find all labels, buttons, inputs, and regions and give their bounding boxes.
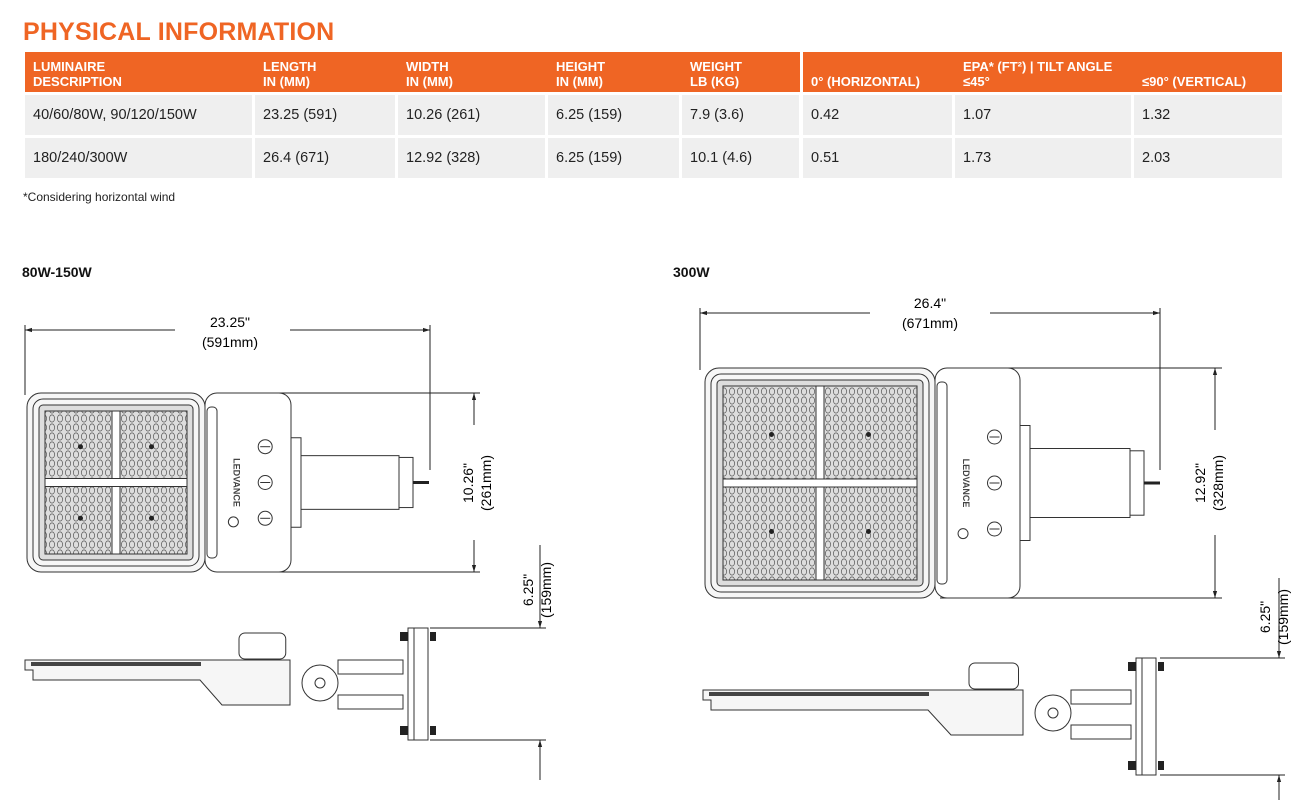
tilt-knuckle (1034, 694, 1072, 732)
dim-length-in: 26.4" (914, 295, 946, 311)
header-epa-group: EPA* (FT²) | TILT ANGLE (963, 59, 1113, 74)
cell-weight: 7.9 (3.6) (682, 92, 803, 135)
dim-height-mm: (159mm) (538, 562, 554, 618)
cell-description: 180/240/300W (25, 135, 255, 178)
footnote: *Considering horizontal wind (23, 190, 176, 204)
section-title: PHYSICAL INFORMATION (23, 18, 335, 46)
dim-length-right (699, 308, 1161, 470)
cell-description: 40/60/80W, 90/120/150W (25, 92, 255, 135)
driver-housing (934, 367, 1021, 599)
cell-width: 12.92 (328) (398, 135, 548, 178)
luminaire-body (702, 689, 1024, 736)
luminaire-top-view-300w: LEDVANCE (704, 367, 1160, 599)
photocell (968, 662, 1019, 690)
luminaire-body (24, 659, 291, 706)
cell-epa-45: 1.07 (955, 92, 1134, 135)
luminaire-side-view-80-150w (24, 627, 436, 741)
mount-plate (1135, 657, 1157, 776)
cell-length: 23.25 (591) (255, 92, 398, 135)
dim-length-mm: (671mm) (902, 315, 958, 331)
luminaire-top-view-80-150w: LEDVANCE (26, 392, 429, 573)
header-epa-45: EPA* (FT²) | TILT ANGLE≤45° (963, 59, 1113, 89)
cell-weight: 10.1 (4.6) (682, 135, 803, 178)
dim-length-in: 23.25" (210, 314, 250, 330)
cell-epa-0: 0.42 (803, 92, 955, 135)
drawing-label-300w: 300W (673, 264, 710, 280)
cell-epa-0: 0.51 (803, 135, 955, 178)
tilt-knuckle (301, 664, 339, 702)
table-row: 180/240/300W 26.4 (671) 12.92 (328) 6.25… (25, 135, 1282, 178)
mount-bracket (1019, 425, 1031, 541)
dim-width-mm: (328mm) (1210, 455, 1226, 511)
dim-height-left (430, 545, 546, 780)
photocell (238, 632, 287, 660)
dim-height-mm: (159mm) (1275, 589, 1291, 645)
cell-epa-90: 1.32 (1134, 92, 1282, 135)
dim-width-mm: (261mm) (478, 455, 494, 511)
brand-logo: LEDVANCE (231, 458, 241, 507)
cell-length: 26.4 (671) (255, 135, 398, 178)
dim-length-mm: (591mm) (202, 334, 258, 350)
driver-housing (204, 392, 292, 573)
dim-width-left (250, 392, 480, 573)
brand-logo: LEDVANCE (961, 459, 971, 508)
cell-epa-90: 2.03 (1134, 135, 1282, 178)
mount-plate (407, 627, 429, 741)
dim-width-in: 12.92" (1192, 463, 1208, 503)
header-epa-90: ≤90° (VERTICAL) (1142, 74, 1247, 89)
cell-epa-45: 1.73 (955, 135, 1134, 178)
dim-height-right (1160, 578, 1285, 800)
dim-height-in: 6.25" (520, 574, 536, 606)
table-row: 40/60/80W, 90/120/150W 23.25 (591) 10.26… (25, 92, 1282, 135)
drawing-label-80-150w: 80W-150W (22, 264, 92, 280)
luminaire-side-view-300w (702, 657, 1164, 776)
cell-height: 6.25 (159) (548, 135, 682, 178)
dim-length-left (24, 325, 431, 470)
mount-bracket (290, 437, 302, 528)
cell-height: 6.25 (159) (548, 92, 682, 135)
dim-height-in: 6.25" (1257, 601, 1273, 633)
dim-width-in: 10.26" (460, 463, 476, 503)
header-epa-0: 0° (HORIZONTAL) (811, 74, 920, 89)
cell-width: 10.26 (261) (398, 92, 548, 135)
